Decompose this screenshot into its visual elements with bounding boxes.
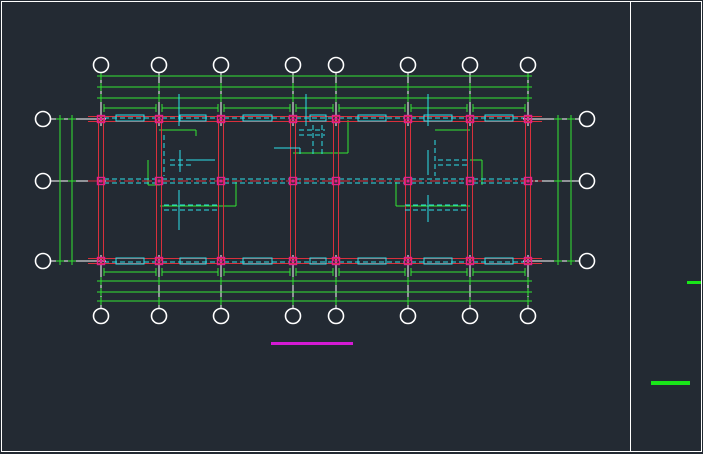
axis-bubble-top bbox=[399, 56, 417, 74]
window-opening-top bbox=[309, 114, 327, 122]
magenta-scale-marker bbox=[271, 342, 353, 345]
column bbox=[96, 114, 106, 124]
axis-bubble-bottom bbox=[399, 307, 417, 325]
column-core bbox=[219, 259, 223, 263]
column bbox=[403, 256, 413, 266]
column bbox=[154, 256, 164, 266]
window-opening-bottom bbox=[179, 257, 207, 265]
column bbox=[331, 114, 341, 124]
column-core bbox=[334, 117, 338, 121]
window-opening-top bbox=[179, 114, 207, 122]
column-core bbox=[157, 179, 161, 183]
axis-bubble-bottom bbox=[519, 307, 537, 325]
column-core bbox=[157, 117, 161, 121]
column-core bbox=[406, 117, 410, 121]
window-opening-bottom bbox=[484, 257, 514, 265]
window-opening-top bbox=[242, 114, 273, 122]
column-core bbox=[526, 179, 530, 183]
column-core bbox=[99, 259, 103, 263]
column bbox=[288, 114, 298, 124]
axis-bubbles bbox=[34, 56, 596, 325]
column bbox=[465, 176, 475, 186]
columns bbox=[96, 114, 533, 266]
column bbox=[523, 114, 533, 124]
column-core bbox=[334, 179, 338, 183]
axis-bubble-bottom bbox=[150, 307, 168, 325]
axis-bubble-left bbox=[34, 172, 52, 190]
column bbox=[523, 176, 533, 186]
column bbox=[331, 256, 341, 266]
axis-bubble-right bbox=[578, 252, 596, 270]
axis-bubble-right bbox=[578, 110, 596, 128]
column bbox=[216, 176, 226, 186]
axis-bubble-top bbox=[461, 56, 479, 74]
column bbox=[403, 176, 413, 186]
axis-bubble-top bbox=[519, 56, 537, 74]
column bbox=[216, 256, 226, 266]
column-core bbox=[291, 259, 295, 263]
window-opening-top bbox=[357, 114, 387, 122]
window-opening-bottom bbox=[309, 257, 327, 265]
column-core bbox=[219, 117, 223, 121]
axis-bubble-bottom bbox=[212, 307, 230, 325]
column-core bbox=[406, 179, 410, 183]
column-core bbox=[406, 259, 410, 263]
column-core bbox=[526, 259, 530, 263]
window-opening-bottom bbox=[242, 257, 273, 265]
column-core bbox=[468, 117, 472, 121]
axis-bubble-bottom bbox=[92, 307, 110, 325]
axis-bubble-left bbox=[34, 110, 52, 128]
column bbox=[465, 256, 475, 266]
column-core bbox=[219, 179, 223, 183]
window-opening-top bbox=[484, 114, 514, 122]
column bbox=[216, 114, 226, 124]
window-opening-top bbox=[423, 114, 453, 122]
column bbox=[403, 114, 413, 124]
green-marker-small bbox=[687, 281, 701, 284]
column bbox=[523, 256, 533, 266]
column-core bbox=[291, 117, 295, 121]
column bbox=[154, 176, 164, 186]
column bbox=[154, 114, 164, 124]
axis-bubble-top bbox=[284, 56, 302, 74]
axis-bubble-bottom bbox=[461, 307, 479, 325]
column bbox=[288, 256, 298, 266]
hidden-elements bbox=[104, 94, 525, 265]
axis-bubble-bottom bbox=[327, 307, 345, 325]
column bbox=[96, 256, 106, 266]
axis-bubble-left bbox=[34, 252, 52, 270]
axis-bubble-bottom bbox=[284, 307, 302, 325]
window-opening-top bbox=[115, 114, 145, 122]
column-core bbox=[99, 117, 103, 121]
column-core bbox=[291, 179, 295, 183]
axis-bubble-top bbox=[212, 56, 230, 74]
window-opening-bottom bbox=[357, 257, 387, 265]
axis-bubble-right bbox=[578, 172, 596, 190]
column-core bbox=[99, 179, 103, 183]
green-marker-long bbox=[651, 381, 690, 385]
axis-bubble-top bbox=[150, 56, 168, 74]
column-core bbox=[157, 259, 161, 263]
column bbox=[331, 176, 341, 186]
column bbox=[288, 176, 298, 186]
axis-bubble-top bbox=[327, 56, 345, 74]
column-core bbox=[468, 179, 472, 183]
column-core bbox=[526, 117, 530, 121]
column bbox=[465, 114, 475, 124]
window-opening-bottom bbox=[115, 257, 145, 265]
column-core bbox=[334, 259, 338, 263]
column bbox=[96, 176, 106, 186]
column-core bbox=[468, 259, 472, 263]
dimension-lines bbox=[56, 72, 575, 305]
window-opening-bottom bbox=[423, 257, 453, 265]
axis-bubble-top bbox=[92, 56, 110, 74]
